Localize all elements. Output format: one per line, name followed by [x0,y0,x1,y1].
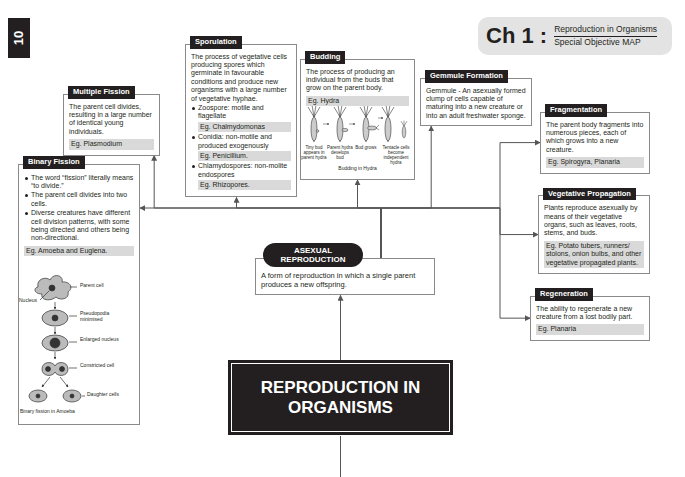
chapter-number: Ch 1 : [486,23,547,49]
node-panel: The parent body fragments into numerous … [540,112,650,174]
node-panel: The parent cell divides, resulting in a … [63,94,160,156]
connector-arrow [358,180,382,258]
figure-label: Constricted cell [80,363,132,369]
bullet-text: Zoospore: motile and flagellate [191,104,291,121]
page-tab [8,18,30,58]
node-heading: Binary Fission [23,156,85,169]
node-heading: Regeneration [535,288,593,301]
body-text: The process of vegetative cells producin… [191,53,291,103]
node-heading: Vegetative Propagation [543,188,636,201]
node-heading: Sporulation [190,36,242,49]
example-text: Eg. Rhizopores. [198,180,291,190]
chapter-subtitle: Special Objective MAP [554,37,657,48]
method-box: Vegetative PropagationPlants reproduce a… [538,182,650,274]
method-box: Multiple FissionThe parent cell divides,… [63,80,160,156]
body-text: A form of reproduction in which a single… [261,271,429,289]
node-panel: The process of vegetative cells producin… [185,44,297,198]
method-box: FragmentationThe parent body fragments i… [540,98,650,174]
bullet-text: Chlamydospores: non-molite endospores [191,162,291,179]
figure-label: Tentacle cells become independent hydra [379,146,413,166]
body-text: Plants reproduce asexually by means of t… [544,204,644,238]
figure-label: Daughter cells [87,392,132,398]
bullet-text: Conidia: non-motile and produced exogeno… [191,133,291,150]
page-number: 10 [8,18,30,58]
bullet-text: Diverse creatures have different cell di… [24,209,134,243]
node-heading: Multiple Fission [68,86,135,99]
figure-label: Pseudopodia minimised [80,311,130,322]
method-box: SporulationThe process of vegetative cel… [185,30,297,197]
category-box: ASEXUAL REPRODUCTION A form of reproducti… [255,243,435,295]
example-text: Eg. Planaria [536,324,644,334]
node-heading: ASEXUAL REPRODUCTION [263,243,363,267]
connector-arrow [381,208,538,258]
node-heading: Budding [305,51,345,64]
body-text: The parent body fragments into numerous … [546,121,644,155]
figure-caption: Binary fission in Amoeba [20,409,110,415]
connector-arrow [340,295,341,360]
figure-caption: Budding in Hydra [300,166,415,172]
chapter-title-box: Ch 1 : Reproduction in OrganismsSpecial O… [478,17,672,55]
method-box: Gemmule FormationGemmule - An asexually … [420,64,532,126]
figure-label: Tiny bud appears in parent hydra [301,146,327,161]
body-text: The process of producing an individual f… [306,68,409,93]
example-text: Eg. Penicillium. [198,151,291,161]
example-text: Eg. Potato tubers, runners/ stolons, oni… [544,241,644,268]
node-heading: Fragmentation [545,104,607,117]
node-panel: The word “fission” literally means “to d… [18,164,140,425]
body-text: The ability to regenerate a new creature… [536,305,644,322]
method-box: RegenerationThe ability to regenerate a … [530,282,650,341]
figure-label: Nucleus [19,298,43,304]
example-text: Eg. Spirogyra, Planaria [546,157,644,167]
main-topic-box: REPRODUCTION IN ORGANISMS [228,360,453,435]
amoeba-figure [29,276,85,402]
body-text: The parent cell divides, resulting in a … [69,103,154,137]
node-panel: Plants reproduce asexually by means of t… [538,195,650,274]
example-text: Eg. Chalmydomonas [198,122,291,132]
node-heading: Gemmule Formation [425,70,508,83]
method-box: Binary FissionThe word “fission” literal… [18,150,140,425]
connector-arrow [381,143,540,259]
hydra-figure [308,105,407,142]
example-text: Eg. Hydra [306,96,409,106]
node-panel: The ability to regenerate a new creature… [530,296,650,341]
bullet-text: The word “fission” literally means “to d… [24,174,134,191]
figure-label: Bud grows [353,146,379,151]
chapter-subtitle: Reproduction in Organisms [554,24,657,36]
figure-label: Parent hydra develops bud [327,146,353,161]
body-text: Gemmule - An asexually formed clump of c… [426,87,526,121]
figure-label: Enlarged nucleus [80,337,132,343]
main-topic: REPRODUCTION IN ORGANISMS [261,378,421,417]
node-panel: Gemmule - An asexually formed clump of c… [420,78,532,127]
figure-label: Parent cell [80,283,135,289]
example-text: Eg. Amoeba and Euglena. [24,246,134,256]
stem-line [340,436,341,477]
example-text: Eg. Plasmodium [69,139,154,149]
bullet-text: The parent cell divides into two cells. [24,191,134,208]
